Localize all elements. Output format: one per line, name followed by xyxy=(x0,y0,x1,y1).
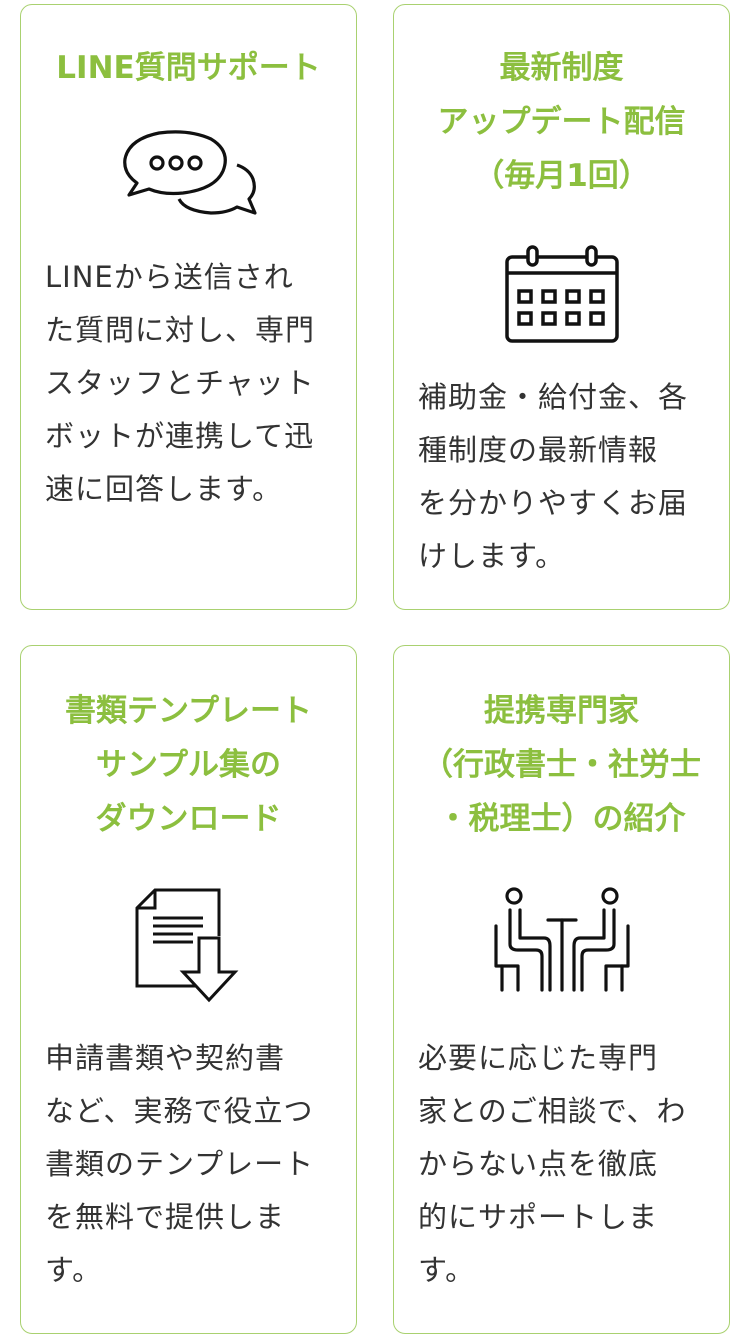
card-description: 必要に応じた専門 家とのご相談で、わ からない点を徹底 的にサポートしま す。 xyxy=(418,1041,687,1287)
card-title: 書類テンプレート サンプル集の ダウンロード xyxy=(64,693,313,837)
card-description: LINEから送信され た質問に対し、専門 スタッフとチャット ボットが連携して迅… xyxy=(45,260,316,506)
card-title: LINE質問サポート xyxy=(56,50,321,86)
document-download-icon xyxy=(135,886,243,1004)
card-description: 申請書類や契約書 など、実務で役立つ 書類のテンプレート を無料で提供しま す。 xyxy=(45,1041,315,1287)
card-title: 提携専門家 （行政書士・社労士 ・税理士）の紹介 xyxy=(422,693,701,837)
feature-card-expert-referral: 提携専門家 （行政書士・社労士 ・税理士）の紹介 必要に応じた専門 家とのご相談… xyxy=(393,645,730,1334)
feature-card-template-download: 書類テンプレート サンプル集の ダウンロード 申請書類や契約書 など、実務で役立… xyxy=(20,645,357,1334)
card-description: 補助金・給付金、各 種制度の最新情報 を分かりやすくお届 けします。 xyxy=(418,380,689,573)
card-title: 最新制度 アップデート配信 （毎月1回） xyxy=(437,50,686,194)
chat-bubbles-icon xyxy=(119,127,259,223)
feature-card-line-support: LINE質問サポート LINEから送信され た質問に対し、専門 スタッフとチャッ… xyxy=(20,4,357,610)
consultation-meeting-icon xyxy=(492,886,632,998)
feature-card-update-delivery: 最新制度 アップデート配信 （毎月1回） 補助金・給付金、各 種制度の最新情報 … xyxy=(393,4,730,610)
calendar-icon xyxy=(503,243,621,343)
